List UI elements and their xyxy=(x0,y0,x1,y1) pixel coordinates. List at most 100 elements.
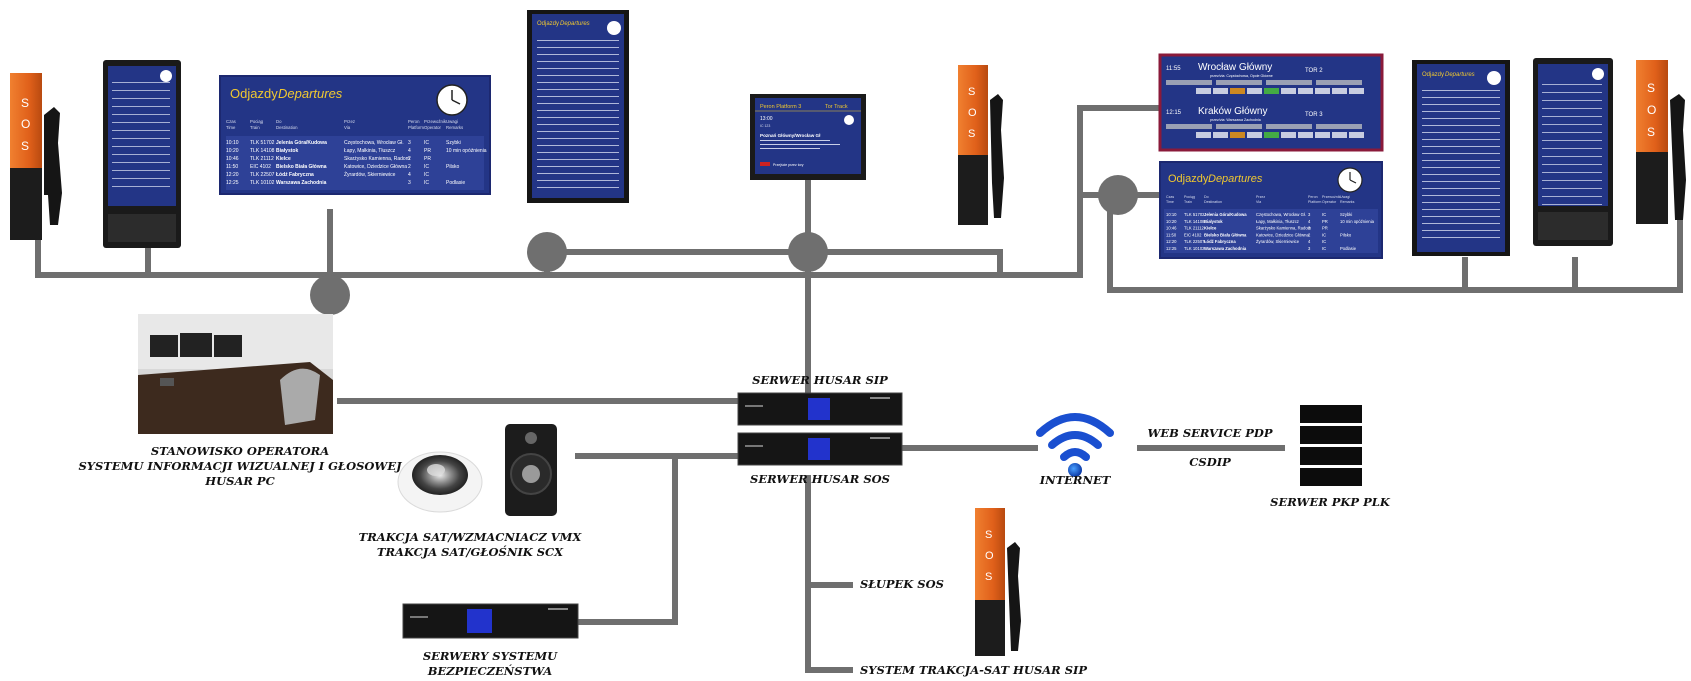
train-car xyxy=(1298,132,1313,138)
operator-label: STANOWISKO OPERATORA SYSTEMU INFORMACJI … xyxy=(60,444,420,489)
sos-letter: S xyxy=(1647,81,1655,95)
ceiling-speaker xyxy=(397,451,483,513)
departures-header-cell: Platform xyxy=(408,125,424,130)
departures-cell: Skarżysko Kamienna, Radom xyxy=(344,156,410,162)
departures-cell: Częstochowa, Wrocław Gł. xyxy=(1256,212,1306,217)
operator-label-line: STANOWISKO OPERATORA xyxy=(150,444,330,458)
train-car xyxy=(1247,132,1262,138)
train-car xyxy=(1315,132,1330,138)
departures-cell: TLK 51702 xyxy=(250,140,275,146)
departures-cell: Częstochowa, Wrocław Gł. xyxy=(344,140,404,146)
pkp-server-label: SERWER PKP PLK xyxy=(1270,495,1390,509)
departures-header-cell: Platform xyxy=(1308,200,1321,204)
text-line xyxy=(537,145,619,146)
departures-cell: 4 xyxy=(1308,239,1311,244)
sos-branch-line xyxy=(805,475,853,673)
sos-letter: O xyxy=(968,107,977,119)
departures-board-right: Odjazdy Departures CzasTimePociągTrainDo… xyxy=(1159,161,1383,259)
audio-label-line: TRAKCJA SAT/WZMACNIACZ VMX xyxy=(358,530,582,544)
departures-cell: 2 xyxy=(1308,226,1311,231)
platform-entry-destination: Kraków Główny xyxy=(1198,106,1267,117)
departures-cell: Bielsko Biała Główna xyxy=(1204,232,1247,237)
departures-cell: IC xyxy=(424,180,429,186)
departures-cell: 12:20 xyxy=(226,172,239,178)
departures-header-cell: Time xyxy=(226,125,236,130)
kiosk-display-right xyxy=(1533,58,1613,246)
departures-cell: TLK 10102 xyxy=(250,180,275,186)
sos-letter: S xyxy=(968,86,975,98)
departures-cell: 10 min opóźnienia xyxy=(1340,219,1375,224)
text-line xyxy=(1542,124,1602,125)
platform-sector xyxy=(1316,124,1362,129)
departures-header-cell: Destination xyxy=(1204,200,1222,204)
server-sos-label: SERWER HUSAR SOS xyxy=(750,472,890,486)
text-line xyxy=(1542,132,1602,133)
train-car xyxy=(1230,88,1245,94)
platform-entry-via: przez/via: Warszawa Zachodnia xyxy=(1210,118,1261,122)
svg-text:Poznań Główny/Wrocław Gł: Poznań Główny/Wrocław Gł xyxy=(760,133,821,138)
departures-header-cell: Czas xyxy=(226,119,236,124)
departures-cell: 12:25 xyxy=(226,180,239,186)
departures-cell: Katowice, Dziedzice Główna xyxy=(1256,232,1310,237)
text-line xyxy=(1422,209,1500,210)
vertical-departures-board-right: Odjazdy Departures xyxy=(1412,60,1510,256)
departures-cell: TLK 14108 xyxy=(1184,219,1205,224)
text-line xyxy=(1422,230,1500,231)
text-line xyxy=(1422,90,1500,91)
platform-entry-time: 12:15 xyxy=(1166,110,1182,116)
text-line xyxy=(1542,172,1602,173)
departures-header-cell: Pociąg xyxy=(250,119,264,124)
departures-cell: PR xyxy=(1322,226,1328,231)
text-line xyxy=(1422,132,1500,133)
text-line xyxy=(1422,188,1500,189)
svg-text:Peron Platform 3: Peron Platform 3 xyxy=(760,104,801,110)
text-line xyxy=(537,82,619,83)
text-line xyxy=(537,159,619,160)
text-line xyxy=(537,117,619,118)
text-line xyxy=(1422,111,1500,112)
server-sip-label: SERWER HUSAR SIP xyxy=(752,373,888,387)
departures-cell: 11:50 xyxy=(1166,232,1177,237)
departures-cell: Pilsko xyxy=(446,164,460,170)
departures-cell: 4 xyxy=(408,148,411,154)
connection-lines xyxy=(35,105,1683,673)
departures-cell: Łódź Fabryczna xyxy=(1204,239,1236,244)
text-line xyxy=(1542,92,1602,93)
node-mid-left xyxy=(527,232,567,272)
train-car xyxy=(1196,88,1211,94)
departures-header-cell: Pociąg xyxy=(1184,195,1195,199)
text-line xyxy=(1422,174,1500,175)
train-car xyxy=(1213,88,1228,94)
sos-letter: S xyxy=(968,128,975,140)
departures-header-cell: Przez xyxy=(344,119,355,124)
sos-letter: S xyxy=(1647,125,1655,139)
network-nodes xyxy=(310,175,1138,315)
right-connector-line xyxy=(997,192,1083,278)
departures-cell: 2 xyxy=(1308,232,1311,237)
departures-cell: Szybki xyxy=(1340,212,1352,217)
departures-header-cell: Do xyxy=(1204,195,1209,199)
departures-cell: TLK 22507 xyxy=(1184,239,1205,244)
svg-text:Departures: Departures xyxy=(1445,72,1475,78)
departures-cell: Łapy, Małkinia, Tłuszcz xyxy=(1256,219,1299,224)
departures-title-en: Departures xyxy=(278,86,343,101)
departures-cell: IC xyxy=(424,172,429,178)
svg-text:Odjazdy: Odjazdy xyxy=(1168,173,1209,185)
departures-cell: 2 xyxy=(408,164,411,170)
departures-cell: 10:10 xyxy=(226,140,239,146)
departures-cell: Warszawa Zachodnia xyxy=(276,180,327,186)
server-husar-sos xyxy=(737,432,903,466)
departures-cell: 2 xyxy=(408,156,411,162)
text-line xyxy=(537,89,619,90)
sos-column-mid: S O S xyxy=(958,65,1004,225)
platform-sector xyxy=(1166,124,1212,129)
departures-header-cell: Peron xyxy=(1308,195,1318,199)
text-line xyxy=(1422,237,1500,238)
departures-cell: PR xyxy=(1322,219,1328,224)
audio-label-line: TRAKCJA SAT/GŁOŚNIK SCX xyxy=(376,545,564,559)
text-line xyxy=(1422,153,1500,154)
train-car xyxy=(1264,132,1279,138)
